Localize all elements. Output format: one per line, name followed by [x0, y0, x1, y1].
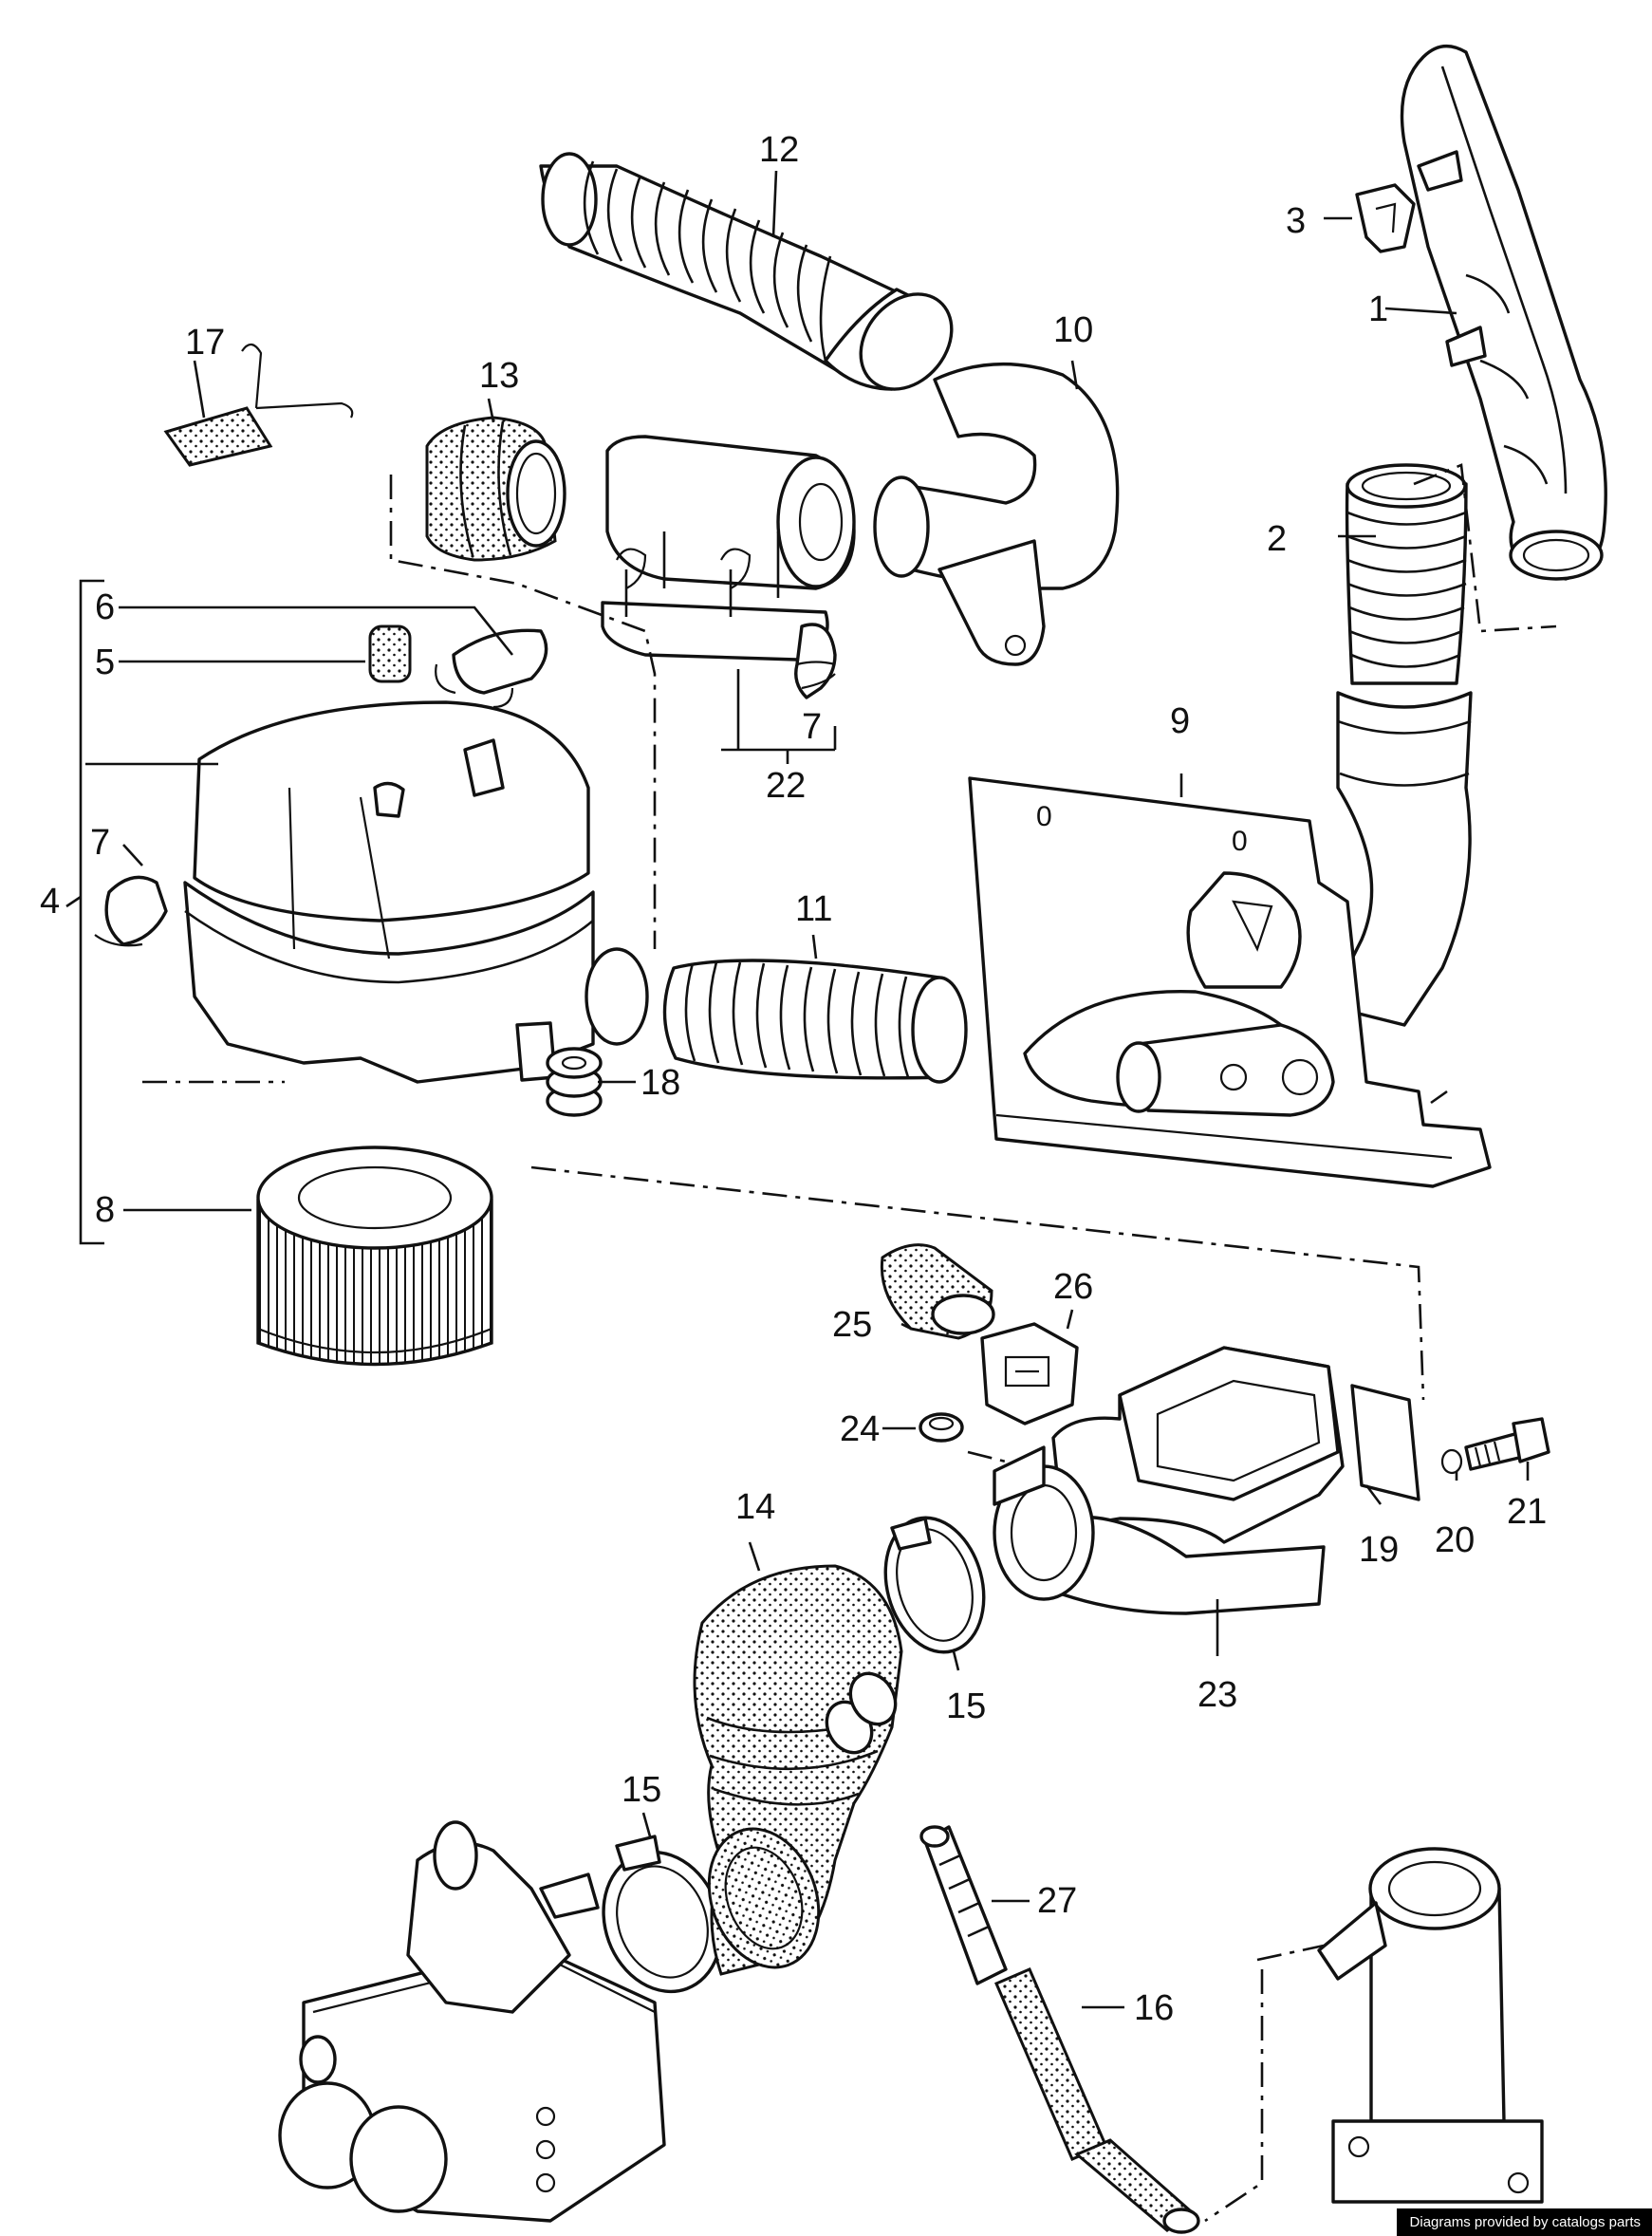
callout-20: 20: [1435, 1520, 1475, 1560]
bellows-hose-part-11[interactable]: [662, 959, 968, 1084]
connector-part-26[interactable]: [980, 1322, 1079, 1425]
callout-25: 25: [832, 1305, 872, 1345]
clip-part-7-lower[interactable]: [94, 875, 168, 947]
callout-13: 13: [479, 356, 519, 396]
elbow-duct-part-10[interactable]: [873, 363, 1120, 666]
callout-14: 14: [735, 1487, 775, 1527]
callout-18: 18: [640, 1063, 680, 1103]
callout-1: 1: [1368, 289, 1388, 329]
callout-2: 2: [1267, 519, 1287, 559]
intake-boot-part-14[interactable]: [691, 1564, 904, 1983]
filter-element-part-8[interactable]: [256, 1146, 493, 1367]
gasket-part-19[interactable]: [1350, 1384, 1420, 1501]
callout-6: 6: [95, 587, 115, 627]
callout-24: 24: [840, 1409, 880, 1449]
panel-mark-left: 0: [1036, 801, 1052, 832]
callout-7-upper: 7: [802, 707, 822, 747]
hose-clamp-part-15-upper[interactable]: [871, 1507, 998, 1664]
hose-part-16[interactable]: [994, 1967, 1200, 2234]
preheat-valve-housing[interactable]: [601, 435, 856, 661]
washer-part-20[interactable]: [1440, 1448, 1463, 1475]
callout-15-lower: 15: [622, 1770, 661, 1810]
assembly-routing-lines: [142, 463, 1557, 2223]
callout-27: 27: [1037, 1881, 1077, 1921]
air-flow-meter-part-23[interactable]: [993, 1346, 1345, 1615]
callout-21: 21: [1507, 1492, 1547, 1532]
sleeve-part-13[interactable]: [425, 416, 566, 562]
callout-17: 17: [185, 323, 225, 363]
corrugated-hose-part-2[interactable]: [1327, 463, 1473, 1027]
callout-10: 10: [1053, 310, 1093, 350]
callout-16: 16: [1134, 1988, 1174, 2028]
callout-4: 4: [40, 882, 60, 922]
callout-12: 12: [759, 130, 799, 170]
damper-part-5[interactable]: [368, 624, 412, 683]
plug-part-24[interactable]: [919, 1412, 964, 1443]
callout-23: 23: [1197, 1675, 1237, 1715]
callout-labels: 1 2 3 4 5 6 7 7 8 9 10 11 12 13 14 15 15…: [40, 130, 1547, 2028]
bracket-part-22: [721, 669, 837, 764]
boot-part-25[interactable]: [880, 1243, 995, 1340]
callout-15-upper: 15: [946, 1686, 986, 1726]
corrugated-hose-part-12[interactable]: [539, 152, 971, 407]
throttle-body[interactable]: [278, 1820, 666, 2223]
callout-9: 9: [1170, 701, 1190, 741]
clip-part-7-upper[interactable]: [794, 623, 837, 699]
callout-26: 26: [1053, 1267, 1093, 1307]
retaining-spring-part-17[interactable]: [163, 343, 354, 467]
air-cleaner-housing-part-4[interactable]: [183, 700, 649, 1084]
callout-3: 3: [1286, 201, 1306, 241]
callout-7-lower: 7: [90, 823, 110, 863]
filler-neck[interactable]: [1317, 1847, 1544, 2204]
grommet-part-18[interactable]: [546, 1047, 603, 1117]
panel-mark-right: 0: [1232, 826, 1248, 857]
callout-19: 19: [1359, 1530, 1399, 1570]
hose-clamp-part-15-lower[interactable]: [585, 1835, 740, 2008]
bolt-part-21[interactable]: [1464, 1417, 1550, 1471]
callout-11: 11: [795, 889, 832, 929]
intake-duct-part-1[interactable]: [1400, 44, 1607, 581]
spring-clip-part-6[interactable]: [435, 628, 548, 709]
group-bracket-part-4: [65, 579, 104, 1245]
clip-part-3[interactable]: [1355, 183, 1416, 253]
callout-5: 5: [95, 643, 115, 682]
callout-22: 22: [766, 766, 806, 806]
credit-footer: Diagrams provided by catalogs parts: [1396, 2208, 1652, 2236]
callout-8: 8: [95, 1190, 115, 1230]
heat-shield-part-9[interactable]: 0 0: [968, 776, 1492, 1188]
hose-connector-part-27[interactable]: [919, 1825, 1008, 1985]
callout-leaders: [85, 170, 1530, 2009]
